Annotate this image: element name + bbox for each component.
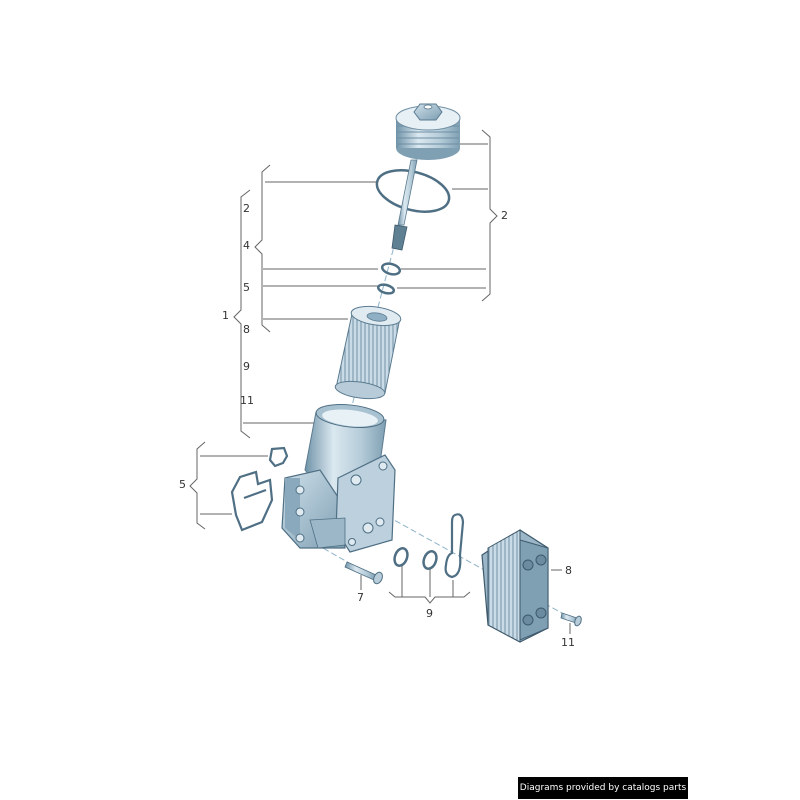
- cap-oring[interactable]: [372, 163, 453, 219]
- bracket-group-9: [388, 566, 471, 604]
- cooler-bolt[interactable]: [560, 612, 583, 627]
- oring-b[interactable]: [421, 549, 438, 570]
- callout-5-gaskets: 5: [179, 478, 186, 491]
- callout-9-left: 9: [243, 360, 250, 373]
- callout-4: 4: [243, 239, 250, 252]
- gasket-oval[interactable]: [444, 513, 465, 579]
- callout-7: 7: [357, 591, 364, 604]
- callout-1: 1: [222, 309, 229, 322]
- right-bracket-group-2: [397, 129, 498, 302]
- seal-ring-lower[interactable]: [376, 283, 396, 295]
- drain-pin[interactable]: [391, 159, 418, 251]
- left-bracket-group-1: [233, 164, 378, 439]
- housing-bolt[interactable]: [344, 561, 384, 585]
- oring-a[interactable]: [392, 546, 409, 567]
- oil-cooler[interactable]: [481, 529, 549, 643]
- gasket-large[interactable]: [230, 470, 274, 532]
- callout-2-right: 2: [501, 209, 508, 222]
- filter-cap[interactable]: [395, 103, 461, 160]
- callout-11-left: 11: [240, 394, 254, 407]
- callout-8-left: 8: [243, 323, 250, 336]
- callout-9: 9: [426, 607, 433, 620]
- filter-element[interactable]: [334, 304, 402, 402]
- filter-housing[interactable]: [281, 402, 396, 553]
- left-bracket-group-5: [189, 441, 268, 530]
- seal-ring-upper[interactable]: [380, 262, 402, 276]
- callout-11: 11: [561, 636, 575, 649]
- callout-8: 8: [565, 564, 572, 577]
- attribution-footer: Diagrams provided by catalogs parts: [518, 777, 688, 799]
- callout-2-left: 2: [243, 202, 250, 215]
- callout-5-left: 5: [243, 281, 250, 294]
- gasket-small[interactable]: [268, 446, 289, 468]
